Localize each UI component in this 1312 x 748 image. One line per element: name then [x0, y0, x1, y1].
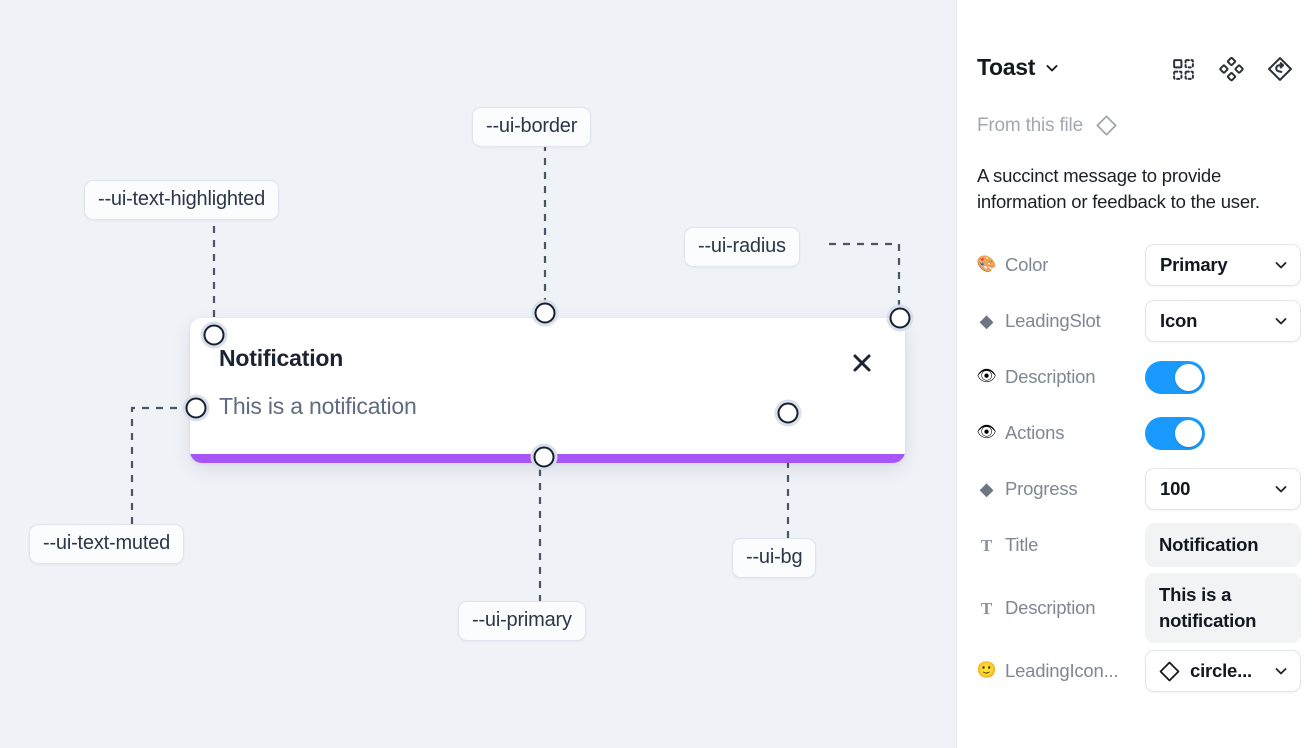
smiley-emoji-icon: 🙂 — [976, 662, 997, 679]
anchor-point-radius[interactable] — [889, 307, 911, 329]
chevron-down-icon — [1273, 481, 1289, 497]
component-grid-icon[interactable] — [1171, 57, 1196, 87]
leadingslot-select[interactable]: Icon — [1145, 300, 1301, 342]
component-selector[interactable]: Toast — [977, 54, 1060, 81]
panel-header: Toast — [977, 54, 1293, 92]
chevron-down-icon — [1273, 257, 1289, 273]
diamond-outline-icon — [1157, 659, 1182, 684]
toggle-knob — [1175, 419, 1202, 447]
property-label-progress: Progress — [1005, 478, 1078, 499]
text-t-icon: T — [980, 535, 993, 555]
description-field[interactable]: This is a notification — [1145, 573, 1301, 643]
palette-emoji-icon: 🎨 — [976, 256, 997, 273]
properties-panel: Toast — [956, 0, 1312, 748]
diamond-outline-icon — [1094, 113, 1119, 138]
property-label-title: Title — [1005, 534, 1039, 555]
anchor-point-title[interactable] — [203, 324, 225, 346]
text-t-icon: T — [980, 598, 993, 618]
toast-title: Notification — [219, 345, 344, 371]
property-row-progress: ◆ Progress 100 — [957, 461, 1312, 517]
annotation-ui-primary[interactable]: --ui-primary — [458, 601, 586, 641]
property-label-color: Color — [1005, 254, 1049, 275]
property-label-leadingslot: LeadingSlot — [1005, 310, 1101, 331]
property-row-title: T Title Notification — [957, 517, 1312, 573]
annotation-ui-text-muted[interactable]: --ui-text-muted — [29, 524, 185, 564]
from-this-file-row[interactable]: From this file — [977, 113, 1119, 138]
actions-toggle[interactable] — [1145, 416, 1205, 450]
anchor-point-text-muted[interactable] — [185, 397, 207, 419]
chevron-down-icon — [1273, 663, 1289, 679]
component-description: A succinct message to provide informatio… — [977, 165, 1260, 212]
property-list: 🎨 Color Primary ◆ LeadingSlot — [957, 237, 1312, 699]
leadingicon-select-value: circle... — [1190, 660, 1252, 681]
progress-select[interactable]: 100 — [1145, 468, 1301, 510]
diamond-filled-icon: ◆ — [979, 311, 994, 331]
property-row-leadingslot: ◆ LeadingSlot Icon — [957, 293, 1312, 349]
eye-emoji-icon: 👁 — [976, 424, 997, 441]
leadingicon-select[interactable]: circle... — [1145, 650, 1301, 692]
property-row-color: 🎨 Color Primary — [957, 237, 1312, 293]
panel-header-actions — [1171, 56, 1293, 87]
title-field[interactable]: Notification — [1145, 523, 1301, 567]
toast-preview-card[interactable]: Notification This is a notification — [190, 318, 905, 463]
description-toggle[interactable] — [1145, 360, 1205, 394]
close-x-icon[interactable] — [849, 350, 875, 376]
leadingslot-select-value: Icon — [1160, 310, 1198, 331]
diamond-filled-icon: ◆ — [979, 479, 994, 499]
property-row-leadingicon: 🙂 LeadingIcon... circle... — [957, 643, 1312, 699]
property-label-actions: Actions — [1005, 422, 1065, 443]
annotation-ui-border[interactable]: --ui-border — [472, 107, 592, 147]
color-select-value: Primary — [1160, 254, 1228, 275]
variants-cluster-icon[interactable] — [1219, 56, 1244, 87]
from-this-file-label: From this file — [977, 114, 1083, 136]
property-label-description: Description — [1005, 366, 1096, 387]
anchor-point-primary[interactable] — [533, 446, 555, 468]
annotation-ui-radius[interactable]: --ui-radius — [684, 227, 800, 267]
annotation-ui-text-highlighted[interactable]: --ui-text-highlighted — [84, 180, 279, 220]
eye-emoji-icon: 👁 — [976, 368, 997, 385]
toast-description: This is a notification — [219, 393, 417, 419]
page-title: Toast — [977, 54, 1036, 80]
progress-select-value: 100 — [1160, 478, 1191, 499]
property-label-leadingicon: LeadingIcon... — [1005, 660, 1119, 681]
toggle-knob — [1175, 363, 1202, 391]
property-label-description-text: Description — [1005, 597, 1096, 618]
annotation-ui-bg[interactable]: --ui-bg — [732, 538, 817, 578]
anchor-point-bg[interactable] — [777, 402, 799, 424]
property-row-description-text: T Description This is a notification — [957, 573, 1312, 643]
chevron-down-icon[interactable] — [1044, 60, 1060, 76]
property-row-description-toggle: 👁 Description — [957, 349, 1312, 405]
property-row-actions-toggle: 👁 Actions — [957, 405, 1312, 461]
reset-diamond-icon[interactable] — [1267, 56, 1293, 87]
design-canvas[interactable]: Notification This is a notification --ui… — [0, 0, 956, 748]
chevron-down-icon — [1273, 313, 1289, 329]
anchor-point-border[interactable] — [534, 302, 556, 324]
color-select[interactable]: Primary — [1145, 244, 1301, 286]
